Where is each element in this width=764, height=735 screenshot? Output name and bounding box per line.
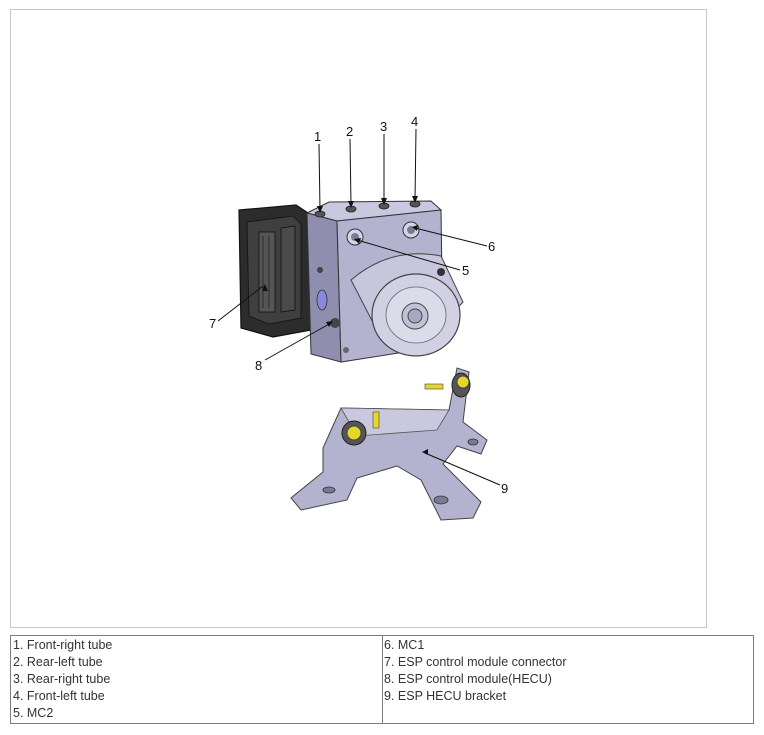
legend-item: 5. MC2 xyxy=(13,706,54,720)
callout-4: 4 xyxy=(411,114,418,129)
callout-9: 9 xyxy=(501,481,508,496)
legend-item: 4. Front-left tube xyxy=(13,689,105,703)
legend-item: 7. ESP control module connector xyxy=(384,655,567,669)
callout-7: 7 xyxy=(209,316,216,331)
legend-item: 9. ESP HECU bracket xyxy=(384,689,507,703)
pump-motor xyxy=(350,253,464,357)
legend-item: 3. Rear-right tube xyxy=(13,672,111,686)
callout-3: 3 xyxy=(380,119,387,134)
legend-column-left: 1. Front-right tube 2. Rear-left tube 3.… xyxy=(11,636,383,723)
figure-frame: 1 2 3 4 5 6 7 8 9 xyxy=(10,9,707,628)
bracket-mount-left xyxy=(341,411,380,446)
callout-8: 8 xyxy=(255,358,262,373)
callout-1: 1 xyxy=(314,129,321,144)
hecu-bracket xyxy=(290,367,488,521)
hecu-exploded-illustration: 1 2 3 4 5 6 7 8 9 xyxy=(209,114,508,521)
legend-item: 8. ESP control module(HECU) xyxy=(384,672,552,686)
legend-item: 6. MC1 xyxy=(384,638,425,652)
legend-item: 2. Rear-left tube xyxy=(13,655,103,669)
hecu-assembly xyxy=(238,200,464,363)
callout-leaders xyxy=(217,128,501,486)
legend-item: 1. Front-right tube xyxy=(13,638,113,652)
callout-6: 6 xyxy=(488,239,495,254)
legend-column-right: 6. MC1 7. ESP control module connector 8… xyxy=(383,636,753,723)
callout-2: 2 xyxy=(346,124,353,139)
valve-block-left-face xyxy=(306,212,342,363)
block-features xyxy=(316,267,349,353)
callout-labels: 1 2 3 4 5 6 7 8 9 xyxy=(209,114,508,496)
control-module-connector-housing xyxy=(238,204,312,338)
bracket-mount-right xyxy=(424,372,471,398)
callout-5: 5 xyxy=(462,263,469,278)
parts-legend-table: 1. Front-right tube 2. Rear-left tube 3.… xyxy=(10,635,754,724)
